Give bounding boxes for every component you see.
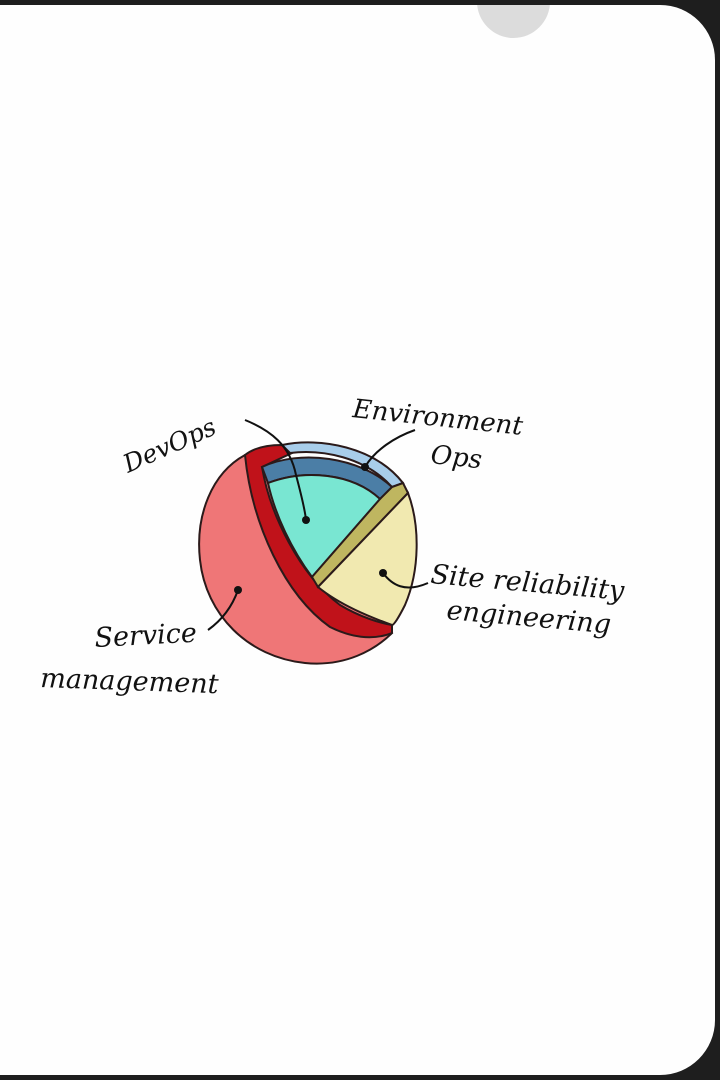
diagram-card: DevOps Environment Ops Site reliability … bbox=[0, 5, 715, 1075]
environment-ops-leader-line bbox=[364, 429, 416, 468]
service-management-dot bbox=[234, 586, 242, 594]
environment-ops-label-line1: Environment bbox=[350, 394, 525, 442]
service-management-label-line1: Service bbox=[94, 618, 198, 654]
devops-leader-line bbox=[244, 419, 307, 521]
sre-segment bbox=[316, 491, 418, 627]
layered-sphere-diagram: DevOps Environment Ops Site reliability … bbox=[40, 394, 626, 700]
devops-label: DevOps bbox=[118, 412, 221, 479]
service-management-label-line2: management bbox=[40, 663, 219, 700]
service-management-leader-line bbox=[207, 589, 239, 631]
environment-ops-dot bbox=[361, 463, 369, 471]
sre-dot bbox=[379, 569, 387, 577]
environment-ops-label-line2: Ops bbox=[429, 440, 483, 475]
devops-dot bbox=[302, 516, 310, 524]
